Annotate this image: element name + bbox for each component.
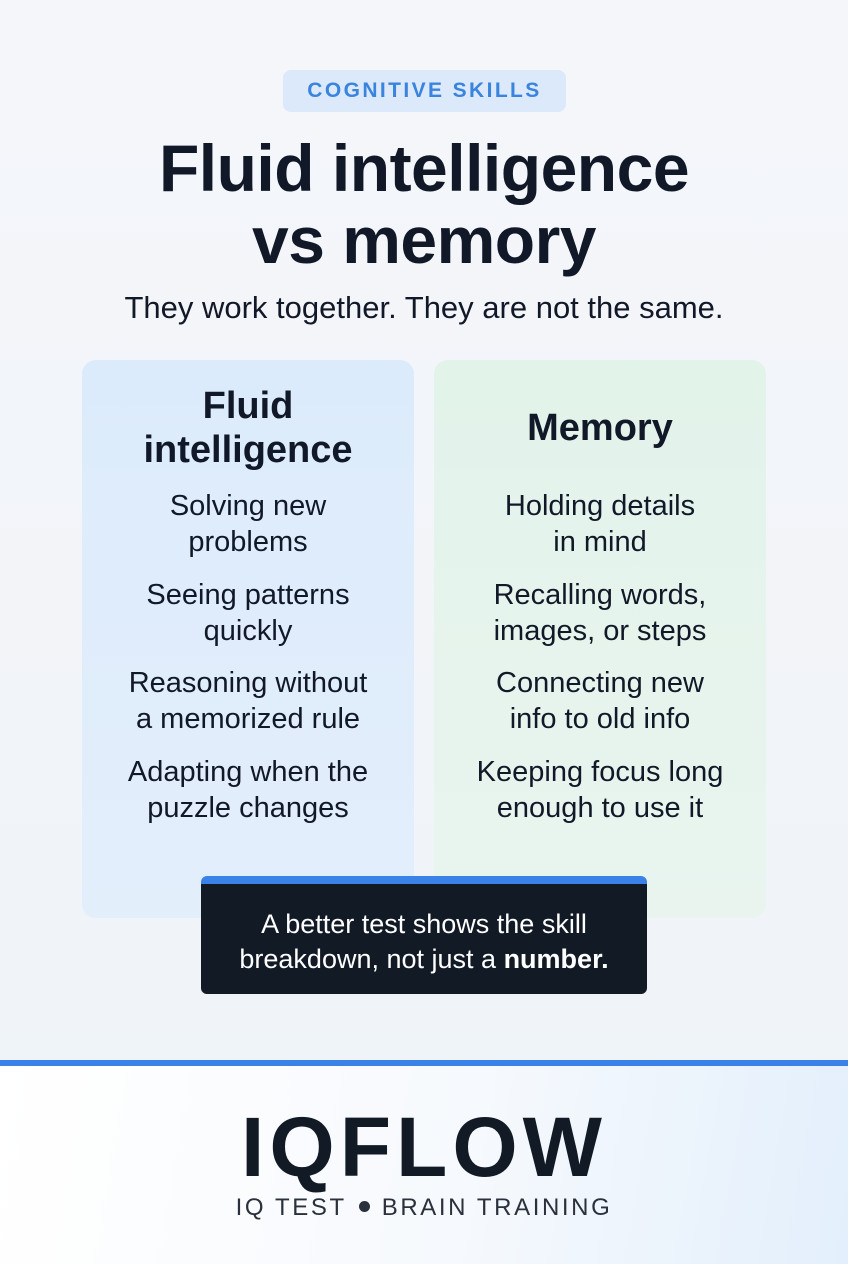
list-item-line-2: quickly (203, 614, 293, 647)
list-item-line-1: Keeping focus long (476, 755, 724, 788)
list-item: Recalling words, images, or steps (434, 577, 766, 666)
callout-line-2: breakdown, not just a number. (201, 942, 647, 977)
list-item-line-1: Reasoning without (128, 667, 368, 699)
fluid-intelligence-card: Fluid intelligence Solving new problems … (82, 360, 414, 918)
page-subtitle: They work together. They are not the sam… (124, 290, 724, 325)
list-item: Connecting new info to old info (434, 665, 766, 754)
list-item-line-1: Recalling words, (493, 578, 707, 611)
list-item-line-2: images, or steps (493, 614, 707, 647)
memory-card: Memory Holding details in mind Recalling… (434, 360, 766, 918)
list-item-line-1: Solving new (169, 490, 327, 522)
fluid-heading-line-1: Fluid (202, 385, 294, 427)
fluid-intelligence-list: Solving new problems Seeing patterns qui… (82, 488, 414, 842)
callout-line-2-text: breakdown, not just a (239, 944, 504, 974)
list-item-line-1: Holding details (504, 490, 696, 522)
tagline-left: IQ TEST (235, 1194, 347, 1221)
brand-tagline: IQ TEST BRAIN TRAINING (0, 1194, 848, 1222)
title-line-2: vs memory (251, 203, 597, 277)
title-line-1: Fluid intelligence (158, 131, 690, 205)
list-item-line-1: Adapting when the (127, 755, 369, 788)
callout-box: A better test shows the skill breakdown,… (201, 876, 647, 994)
eyebrow-badge: COGNITIVE SKILLS (283, 70, 566, 112)
list-item-line-2: a memorized rule (135, 703, 361, 735)
memory-heading: Memory (527, 407, 673, 449)
list-item: Solving new problems (82, 488, 414, 577)
list-item: Holding details in mind (434, 488, 766, 577)
footer: IQFLOW IQ TEST BRAIN TRAINING (0, 1066, 848, 1264)
list-item-line-2: enough to use it (496, 791, 704, 824)
list-item-line-2: info to old info (509, 703, 691, 735)
fluid-heading-line-2: intelligence (143, 429, 353, 471)
list-item: Keeping focus long enough to use it (434, 754, 766, 843)
callout-emphasis: number. (503, 944, 609, 974)
bullet-dot-icon (358, 1201, 370, 1213)
list-item-line-2: puzzle changes (147, 791, 349, 824)
footer-divider (0, 1060, 848, 1066)
brand-logo: IQFLOW (241, 1100, 607, 1194)
fluid-intelligence-heading: Fluid intelligence (82, 384, 414, 472)
memory-list: Holding details in mind Recalling words,… (434, 488, 766, 842)
list-item-line-2: problems (188, 526, 308, 558)
list-item-line-2: in mind (553, 526, 647, 558)
page-title: Fluid intelligence vs memory (0, 132, 848, 276)
list-item-line-1: Seeing patterns (146, 578, 350, 611)
list-item-line-1: Connecting new (496, 667, 704, 699)
list-item: Seeing patterns quickly (82, 577, 414, 666)
callout-line-1: A better test shows the skill (261, 909, 587, 939)
tagline-right: BRAIN TRAINING (381, 1194, 613, 1221)
list-item: Adapting when the puzzle changes (82, 754, 414, 843)
list-item: Reasoning without a memorized rule (82, 665, 414, 754)
